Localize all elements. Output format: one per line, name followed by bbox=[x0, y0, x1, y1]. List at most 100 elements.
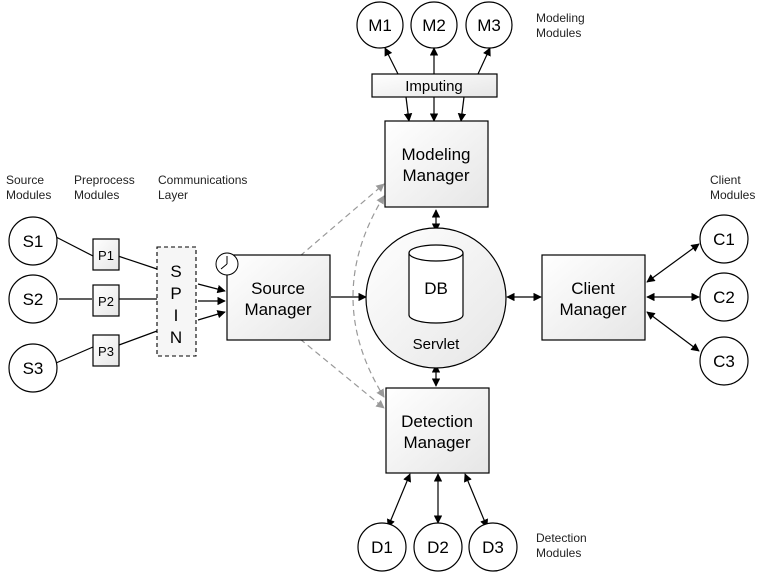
label-preprocess-modules-2: Modules bbox=[74, 188, 119, 202]
node-s3: S3 bbox=[8, 343, 58, 393]
node-d1-label: D1 bbox=[371, 538, 393, 557]
node-m1-circle bbox=[356, 1, 404, 49]
dashed-sm-mm bbox=[299, 183, 385, 257]
node-s1-label: S1 bbox=[23, 232, 44, 251]
label-modeling-modules-2: Modules bbox=[536, 26, 581, 40]
node-modeling-manager: Modeling Manager bbox=[384, 120, 489, 208]
dashed-connectors bbox=[299, 183, 385, 409]
node-modeling-manager-label-1: Modeling bbox=[402, 145, 471, 164]
label-communications-layer-1: Communications bbox=[158, 173, 247, 187]
node-spin-box bbox=[156, 246, 197, 357]
node-m3-circle bbox=[465, 1, 513, 49]
node-s3-circle bbox=[8, 343, 58, 393]
node-p1-label: P1 bbox=[98, 248, 114, 263]
node-d2: D2 bbox=[413, 522, 463, 572]
label-client-modules-2: Modules bbox=[710, 188, 755, 202]
node-detection-manager-label-1: Detection bbox=[401, 412, 473, 431]
node-source-manager-label-2: Manager bbox=[244, 300, 311, 319]
node-m2: M2 bbox=[410, 1, 458, 49]
line-s3-p3 bbox=[55, 346, 94, 364]
node-spin: S P I N bbox=[156, 246, 197, 357]
node-m3-label: M3 bbox=[477, 16, 501, 35]
node-modeling-manager-label-2: Manager bbox=[402, 166, 469, 185]
clock-icon bbox=[215, 252, 239, 276]
spin-letter-i: I bbox=[174, 306, 179, 325]
db-label: DB bbox=[424, 279, 448, 298]
node-d3-label: D3 bbox=[482, 538, 504, 557]
node-s2-circle bbox=[8, 274, 58, 324]
node-p2-label: P2 bbox=[98, 294, 114, 309]
node-imputing: Imputing bbox=[371, 73, 498, 98]
node-c3-label: C3 bbox=[713, 352, 735, 371]
line-p1-spin bbox=[117, 255, 158, 270]
node-p3-box bbox=[92, 334, 120, 367]
node-c3: C3 bbox=[699, 336, 749, 386]
db-cylinder-icon bbox=[408, 244, 464, 324]
node-client-manager-label-2: Manager bbox=[559, 300, 626, 319]
line-p3-spin bbox=[118, 330, 158, 346]
node-p3-label: P3 bbox=[98, 344, 114, 359]
connectors bbox=[55, 47, 700, 528]
spin-letter-n: N bbox=[170, 328, 182, 347]
node-p3: P3 bbox=[92, 334, 120, 367]
node-m2-circle bbox=[410, 1, 458, 49]
node-source-manager-label-1: Source bbox=[251, 279, 305, 298]
node-client-manager: Client Manager bbox=[541, 254, 646, 341]
arrow-spin-sm-1 bbox=[197, 283, 226, 294]
node-s1: S1 bbox=[8, 216, 58, 266]
node-p2: P2 bbox=[92, 284, 120, 317]
arrow-imputing-m3 bbox=[477, 47, 491, 75]
arrow-imputing-mm-1 bbox=[403, 96, 413, 122]
node-c1: C1 bbox=[699, 214, 749, 264]
node-s2-label: S2 bbox=[23, 290, 44, 309]
node-detection-manager-label-2: Manager bbox=[403, 433, 470, 452]
dashed-curve-mm-dm bbox=[352, 195, 385, 398]
arrow-cm-c3 bbox=[646, 311, 700, 352]
node-d1: D1 bbox=[357, 522, 407, 572]
label-preprocess-modules-1: Preprocess bbox=[74, 173, 135, 187]
node-p1-box bbox=[92, 238, 120, 271]
node-client-manager-box bbox=[541, 254, 646, 341]
label-detection-modules-2: Modules bbox=[536, 546, 581, 560]
arrow-imputing-m1 bbox=[384, 47, 399, 75]
node-c2: C2 bbox=[699, 272, 749, 322]
node-p1: P1 bbox=[92, 238, 120, 271]
arrow-imputing-mm-3 bbox=[457, 96, 467, 122]
label-modeling-modules-1: Modeling bbox=[536, 11, 585, 25]
node-c2-label: C2 bbox=[713, 288, 735, 307]
node-m2-label: M2 bbox=[422, 16, 446, 35]
label-client-modules-1: Client bbox=[710, 173, 741, 187]
node-m1: M1 bbox=[356, 1, 404, 49]
label-source-modules-2: Modules bbox=[6, 188, 51, 202]
node-d1-circle bbox=[357, 522, 407, 572]
node-m1-label: M1 bbox=[368, 16, 392, 35]
node-detection-manager-box bbox=[385, 387, 490, 474]
dashed-sm-dm bbox=[299, 338, 385, 409]
node-c3-circle bbox=[699, 336, 749, 386]
line-s1-p1 bbox=[55, 236, 94, 257]
node-d2-label: D2 bbox=[427, 538, 449, 557]
node-source-manager: Source Manager bbox=[226, 254, 331, 341]
spin-letter-s: S bbox=[170, 262, 181, 281]
node-s2: S2 bbox=[8, 274, 58, 324]
node-client-manager-label-1: Client bbox=[571, 279, 615, 298]
arrow-dm-d1 bbox=[387, 473, 411, 528]
node-servlet: DB Servlet bbox=[365, 227, 507, 369]
arrow-spin-sm-3 bbox=[197, 310, 226, 321]
node-c1-label: C1 bbox=[713, 230, 735, 249]
node-c1-circle bbox=[699, 214, 749, 264]
spin-letter-p: P bbox=[170, 284, 181, 303]
node-d2-circle bbox=[413, 522, 463, 572]
servlet-label: Servlet bbox=[413, 336, 461, 353]
node-imputing-box bbox=[371, 73, 498, 98]
node-modeling-manager-box bbox=[384, 120, 489, 208]
node-d3-circle bbox=[468, 522, 518, 572]
node-c2-circle bbox=[699, 272, 749, 322]
node-s3-label: S3 bbox=[23, 359, 44, 378]
label-detection-modules-1: Detection bbox=[536, 531, 587, 545]
label-source-modules-1: Source bbox=[6, 173, 44, 187]
arrow-cm-c1 bbox=[646, 243, 700, 283]
label-communications-layer-2: Layer bbox=[158, 188, 188, 202]
node-source-manager-box bbox=[226, 254, 331, 341]
